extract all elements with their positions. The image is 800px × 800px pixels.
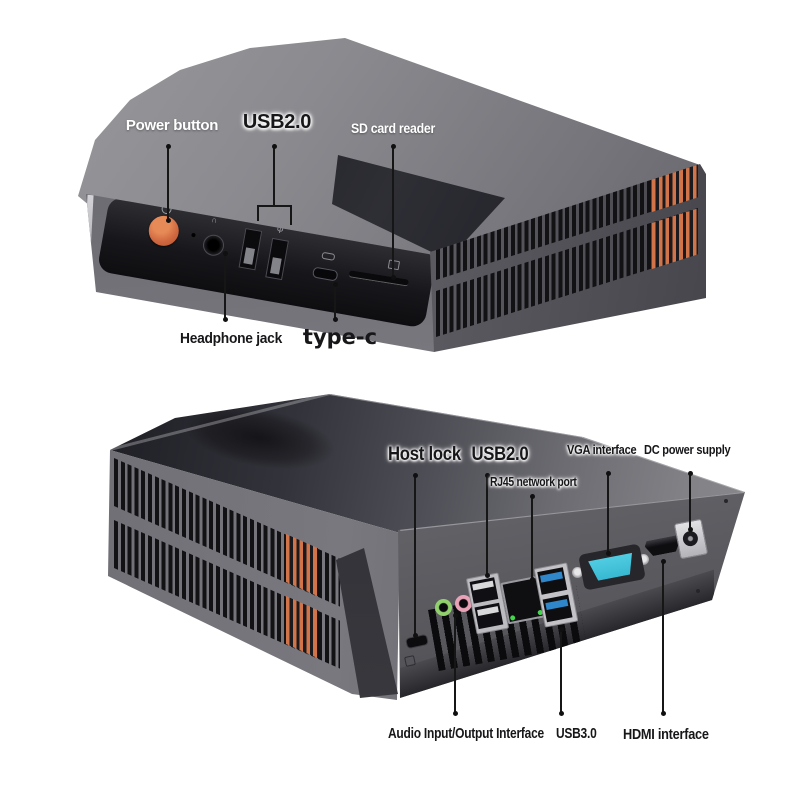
callout-line-audio-io: [454, 615, 456, 713]
usb-port: [537, 567, 568, 595]
callout-line-typec: [334, 283, 336, 319]
usb-tongue: [270, 257, 282, 275]
usb-tongue: [472, 580, 494, 591]
dc-barrel: [681, 529, 700, 548]
kensington-lock-icon: [404, 655, 416, 667]
chassis-screw-dot: [696, 589, 700, 593]
callout-dot: [333, 317, 338, 322]
vga-connector-cyan: [578, 543, 646, 590]
label-usb20-rear: USB2.0: [471, 444, 529, 465]
callout-bracket-stub: [290, 205, 292, 225]
usb2-port-2: [265, 237, 289, 281]
power-button: [146, 213, 182, 249]
label-power-button: Power button: [125, 117, 219, 134]
usb-port: [542, 594, 573, 623]
top-rear-edge-highlight: [329, 394, 584, 438]
label-rj45-network-port: RJ45 network port: [490, 474, 577, 489]
callout-line-dc-power: [689, 473, 691, 529]
callout-dot: [391, 275, 396, 280]
callout-bracket-usb20: [257, 205, 292, 207]
callout-line-usb20-rear: [486, 475, 488, 575]
vga-port: [578, 543, 646, 591]
side-vent-orange-accent-1: [286, 534, 318, 597]
callout-line-sd: [392, 146, 394, 277]
callout-line-rj45: [531, 496, 533, 579]
callout-dot: [413, 473, 418, 478]
label-headphone-jack: Headphone jack: [180, 330, 282, 347]
vga-screw-post: [638, 554, 649, 565]
callout-dot: [530, 494, 535, 499]
callout-dot: [413, 633, 418, 638]
label-type-c: type-c: [302, 325, 378, 349]
label-row-vga-dc: VGA interface DC power supply: [567, 442, 731, 457]
callout-dot: [485, 473, 490, 478]
callout-line-headphone: [224, 253, 226, 319]
label-dc-power-supply: DC power supply: [644, 442, 731, 457]
label-vga-interface: VGA interface: [567, 442, 637, 457]
callout-line-usb20: [273, 146, 275, 206]
rj45-led-green: [509, 614, 516, 621]
type-c-icon: [321, 251, 336, 261]
callout-dot: [485, 573, 490, 578]
side-vent-orange-accent-2: [652, 208, 698, 269]
callout-dot: [272, 144, 277, 149]
callout-dot: [661, 711, 666, 716]
callout-dot: [559, 711, 564, 716]
reset-pinhole: [191, 232, 196, 238]
callout-dot: [606, 471, 611, 476]
usb2-port-1: [238, 228, 263, 271]
callout-dot: [606, 551, 611, 556]
callout-dot: [530, 577, 535, 582]
callout-dot: [559, 627, 564, 632]
front-left-edge-highlight: [86, 194, 94, 294]
callout-dot: [453, 711, 458, 716]
label-usb20-front: USB2.0: [242, 111, 312, 133]
callout-dot: [688, 527, 693, 532]
type-c-port: [311, 266, 339, 282]
sd-card-slot: [348, 270, 409, 287]
callout-dot: [688, 471, 693, 476]
callout-dot: [391, 144, 396, 149]
vga-screw-post: [572, 567, 583, 578]
headphone-icon: ∩: [210, 215, 218, 225]
usb-port: [474, 602, 504, 630]
callout-dot: [223, 251, 228, 256]
dc-power-jack: [673, 518, 709, 560]
label-host-lock: Host lock: [388, 444, 461, 465]
callout-dot: [453, 613, 458, 618]
usb-tongue: [477, 606, 499, 617]
audio-out-jack-green: [435, 599, 452, 616]
side-vent-orange-accent-2: [286, 596, 318, 659]
label-hdmi-interface: HDMI interface: [623, 726, 709, 743]
label-row-host-lock-usb20: Host lock USB2.0: [388, 444, 529, 466]
usb-port: [469, 577, 499, 604]
callout-line-vga: [607, 473, 609, 553]
audio-in-jack-pink: [455, 595, 472, 612]
callout-line-usb30: [560, 629, 562, 713]
label-usb30: USB3.0: [555, 725, 597, 742]
callout-dot: [333, 282, 338, 287]
callout-line-hdmi: [662, 561, 664, 713]
label-audio-io-interface: Audio Input/Output Interface: [388, 725, 544, 742]
usb3-tongue: [545, 598, 569, 611]
callout-line-power: [167, 146, 169, 220]
callout-dot: [223, 317, 228, 322]
label-sd-card-reader: SD card reader: [351, 120, 435, 136]
callout-line-host-lock: [414, 475, 416, 636]
label-row-audio-usb30: Audio Input/Output Interface USB3.0: [388, 725, 597, 742]
callout-dot: [166, 144, 171, 149]
callout-dot: [166, 218, 171, 223]
usb3-tongue: [540, 571, 563, 583]
usb-tongue: [243, 247, 256, 265]
callout-dot: [661, 559, 666, 564]
chassis-screw-dot: [724, 499, 728, 503]
callout-bracket-stub: [257, 205, 259, 221]
